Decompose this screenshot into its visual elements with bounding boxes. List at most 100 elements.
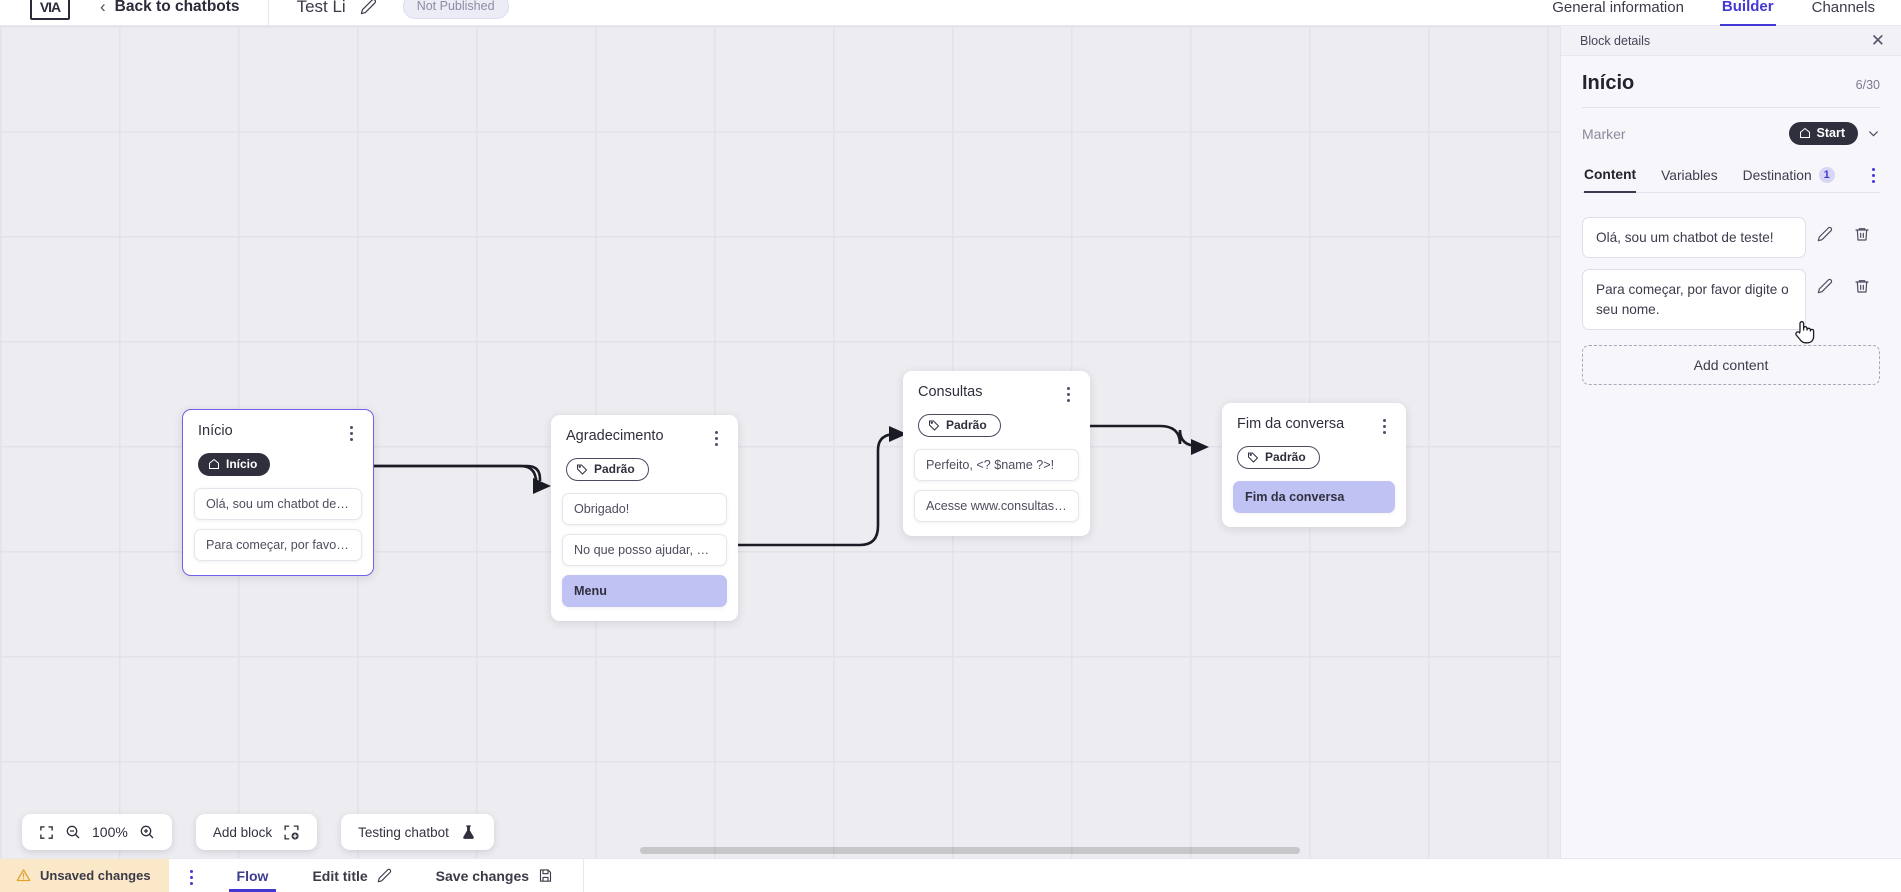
content-item: Para começar, por favor digite o seu nom… <box>1582 269 1880 330</box>
statusbar-tab-flow[interactable]: Flow <box>215 859 291 892</box>
node-title: Consultas <box>918 384 983 400</box>
node-body: Perfeito, <? $name ?>! Acesse www.consul… <box>903 437 1090 536</box>
zoom-in-icon[interactable] <box>139 824 155 840</box>
save-changes-button[interactable]: Save changes <box>414 859 575 892</box>
destination-count-badge: 1 <box>1818 167 1835 183</box>
node-menu-icon[interactable] <box>344 423 358 441</box>
edit-title-label: Edit title <box>312 867 368 884</box>
content-list: Olá, sou um chatbot de teste! Para começ… <box>1582 217 1880 330</box>
add-content-label: Add content <box>1693 356 1769 373</box>
canvas-toolbar: 100% Add block Testing chatbot <box>22 814 494 850</box>
flow-label: Flow <box>236 867 269 884</box>
add-block-button[interactable]: Add block <box>195 814 318 850</box>
floppy-disk-icon <box>538 868 553 883</box>
statusbar-menu-icon[interactable] <box>169 859 215 892</box>
pencil-icon <box>377 868 392 883</box>
node-header: Consultas Padrão <box>903 371 1090 437</box>
bot-name: Test Li <box>296 0 346 16</box>
fit-screen-icon[interactable] <box>39 825 54 840</box>
delete-content-icon[interactable] <box>1843 269 1880 294</box>
node-body: Fim da conversa <box>1222 469 1406 527</box>
edit-title-button[interactable]: Edit title <box>290 859 413 892</box>
panel-tab-variables[interactable]: Variables <box>1661 168 1718 192</box>
panel-more-options-icon[interactable] <box>1866 165 1880 192</box>
panel-tabs: Content Variables Destination 1 <box>1582 165 1880 193</box>
bottom-status-bar: Unsaved changes Flow Edit title Save cha… <box>0 858 1901 892</box>
chevron-down-icon[interactable] <box>1867 127 1880 140</box>
testing-chatbot-button[interactable]: Testing chatbot <box>341 814 494 850</box>
node-message[interactable]: Olá, sou um chatbot de teste! <box>194 488 362 520</box>
node-header: Fim da conversa Padrão <box>1222 403 1406 469</box>
panel-header-title: Block details <box>1580 33 1651 48</box>
unsaved-label: Unsaved changes <box>40 868 151 883</box>
node-message-menu[interactable]: Menu <box>562 575 727 607</box>
node-menu-icon[interactable] <box>1061 384 1075 402</box>
panel-title-row: Início 6/30 <box>1582 72 1880 95</box>
node-menu-icon[interactable] <box>709 428 723 446</box>
edit-content-icon[interactable] <box>1806 269 1843 294</box>
tab-channels[interactable]: Channels <box>1811 0 1875 16</box>
tab-general-information[interactable]: General information <box>1552 0 1684 16</box>
node-body: Obrigado! No que posso ajudar, <? $name … <box>551 481 738 621</box>
node-badge-default: Padrão <box>918 414 1001 437</box>
node-badge-label: Padrão <box>594 462 635 476</box>
panel-divider <box>1582 107 1880 108</box>
horizontal-scrollbar[interactable] <box>640 847 1300 854</box>
chevron-left-icon: ‹ <box>100 0 106 16</box>
node-badge-default: Padrão <box>1237 446 1320 469</box>
content-item: Olá, sou um chatbot de teste! <box>1582 217 1880 259</box>
node-menu-icon[interactable] <box>1377 416 1391 434</box>
node-message-menu[interactable]: Fim da conversa <box>1233 481 1395 513</box>
tag-icon <box>1248 452 1259 463</box>
node-message[interactable]: Obrigado! <box>562 493 727 525</box>
delete-content-icon[interactable] <box>1843 217 1880 242</box>
home-icon <box>1799 127 1810 138</box>
node-header: Agradecimento Padrão <box>551 415 738 481</box>
back-to-chatbots-link[interactable]: ‹ Back to chatbots <box>100 0 240 17</box>
add-block-icon <box>283 824 300 841</box>
flow-canvas[interactable]: Início Início Olá, sou um chatbot de tes… <box>0 26 1560 858</box>
save-changes-label: Save changes <box>435 867 530 884</box>
flow-node-fim-da-conversa[interactable]: Fim da conversa Padrão Fim da conversa <box>1222 403 1406 527</box>
status-badge: Not Published <box>402 0 509 19</box>
node-header: Início Início <box>183 410 373 476</box>
char-counter: 6/30 <box>1855 78 1880 92</box>
tab-builder[interactable]: Builder <box>1719 0 1776 26</box>
marker-select[interactable]: Start <box>1788 122 1880 145</box>
flow-node-consultas[interactable]: Consultas Padrão Perfeito, <? $name ?>! … <box>903 371 1090 536</box>
node-message[interactable]: No que posso ajudar, <? $name … <box>562 534 727 566</box>
panel-tab-destination[interactable]: Destination 1 <box>1743 167 1835 192</box>
node-badge-label: Padrão <box>946 418 987 432</box>
close-icon[interactable]: ✕ <box>1870 31 1885 50</box>
app-logo-icon[interactable]: VIA <box>30 0 70 20</box>
node-message[interactable]: Para começar, por favor digite o … <box>194 529 362 561</box>
panel-tab-label: Variables <box>1661 167 1718 183</box>
flow-node-agradecimento[interactable]: Agradecimento Padrão Obrigado! No que po… <box>551 415 738 621</box>
back-label: Back to chatbots <box>114 0 240 15</box>
top-header: VIA ‹ Back to chatbots Test Li Not Publi… <box>0 0 1901 26</box>
zoom-level: 100% <box>92 824 128 840</box>
node-badge-default: Padrão <box>566 458 649 481</box>
tag-icon <box>577 464 588 475</box>
node-message[interactable]: Acesse www.consultas.com par… <box>914 490 1079 522</box>
zoom-out-icon[interactable] <box>65 824 81 840</box>
add-block-label: Add block <box>212 824 273 840</box>
node-message[interactable]: Perfeito, <? $name ?>! <box>914 449 1079 481</box>
panel-tab-content[interactable]: Content <box>1584 166 1637 193</box>
panel-tab-label: Destination <box>1742 167 1812 183</box>
add-content-button[interactable]: Add content <box>1582 344 1880 385</box>
node-badge-start: Início <box>198 453 271 476</box>
flow-node-inicio[interactable]: Início Início Olá, sou um chatbot de tes… <box>182 409 374 576</box>
panel-tab-label: Content <box>1584 166 1637 182</box>
edit-content-icon[interactable] <box>1806 217 1843 242</box>
tag-icon <box>929 420 940 431</box>
content-text[interactable]: Olá, sou um chatbot de teste! <box>1582 217 1806 259</box>
zoom-controls[interactable]: 100% <box>22 814 172 850</box>
unsaved-changes-indicator: Unsaved changes <box>0 859 169 892</box>
node-badge-label: Início <box>226 457 258 471</box>
edit-name-pencil-icon[interactable] <box>360 0 377 15</box>
node-body: Olá, sou um chatbot de teste! Para começ… <box>183 476 373 575</box>
node-badge-label: Padrão <box>1265 450 1306 464</box>
content-text[interactable]: Para começar, por favor digite o seu nom… <box>1582 269 1806 330</box>
